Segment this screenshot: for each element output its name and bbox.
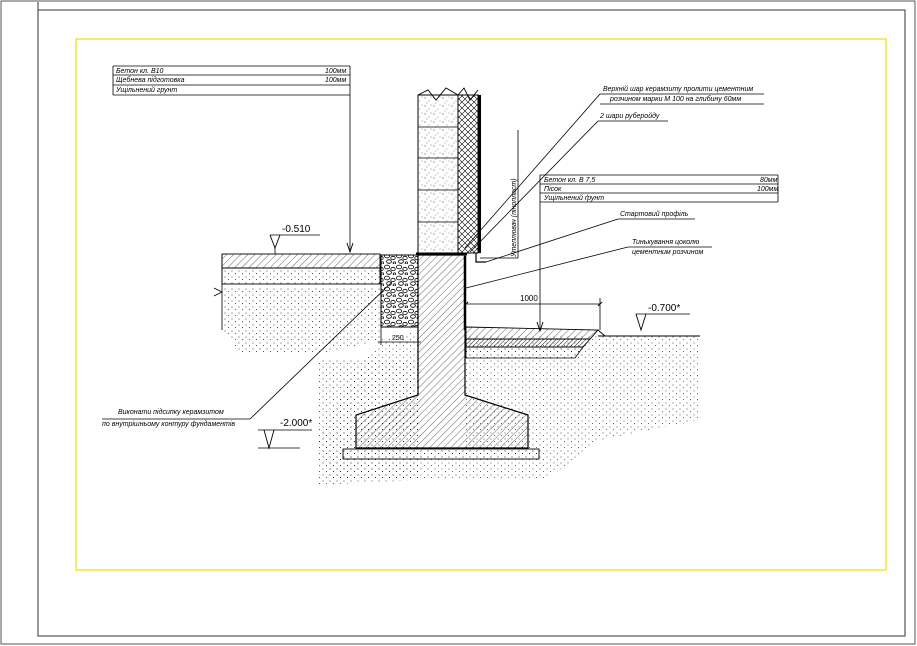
dimension-1000: 1000 [463,294,603,330]
floor-layers-table: Бетон кл. В10 100мм Щебнева підготовка 1… [112,65,354,254]
dimension-250: 250 [378,327,421,345]
callout-backfill-line2: по внутрішньому контуру фундаментів [102,420,235,428]
sheet-inner-border [37,9,906,637]
callout-top-layer-line2: розчином марки М 100 на глибину 60мм [609,95,741,103]
callout-plinth-line2: цементним розчином [632,249,704,256]
floor-slab [213,253,381,330]
callout-roofing-felt: 2 шари руберойду [469,112,668,253]
starter-profile [475,253,486,263]
drawing-frame [75,38,887,571]
dimension-250-label: 250 [392,335,404,342]
callout-backfill: Виконати підсипку керамзитом по внутрішн… [102,281,393,428]
blind-layer-1-name: Бетон кл. В 7,5 [544,177,595,184]
brick-wall [417,87,459,254]
level-ground-label: -0.700* [648,303,680,314]
callout-plinth: Тинькування цоколю цементним розчином [465,239,712,289]
callout-insulation-text: Утеплювач (пінопласт) [510,178,518,258]
callout-starter-profile-text: Стартовий профіль [620,210,689,218]
floor-layer-1-thickness: 100мм [325,68,346,75]
dimension-1000-label: 1000 [520,294,538,303]
wall-insulation [457,87,481,254]
blind-area-layers-table: Бетон кл. В 7,5 80мм Пісок 100мм Ущільне… [536,174,778,333]
callout-plinth-line1: Тинькування цоколю [632,239,700,246]
level-footing-label: -2.000* [280,418,312,429]
callout-top-layer-line1: Верхній шар керамзиту пролити цементним [603,85,753,93]
callout-insulation: Утеплювач (пінопласт) [480,130,519,259]
callout-roofing-felt-text: 2 шари руберойду [599,112,660,120]
callout-starter-profile: Стартовий профіль [485,210,695,263]
floor-layer-2-thickness: 100мм [325,77,346,84]
blind-layer-2-name: Пісок [544,185,562,193]
level-footing: -2.000* [258,418,312,450]
callout-top-layer: Верхній шар керамзиту пролити цементним … [464,85,764,249]
blind-layer-3-name: Ущільнений ґрунт [543,194,604,202]
floor-layer-1-name: Бетон кл. В10 [116,68,164,75]
level-floor-label: -0.510 [282,224,311,235]
clay-backfill [380,254,419,328]
floor-layer-3-name: Ущільнений грунт [115,86,177,94]
blind-area [465,326,606,359]
callout-backfill-line1: Виконати підсипку керамзитом [118,408,224,416]
footing-sand-bed [342,448,540,460]
floor-layer-2-name: Щебнева підготовка [116,76,185,84]
level-ground: -0.700* [635,303,690,332]
blind-layer-2-thickness: 100мм [757,186,778,193]
blind-layer-1-thickness: 80мм [760,177,778,184]
level-floor: -0.510 [269,224,320,254]
